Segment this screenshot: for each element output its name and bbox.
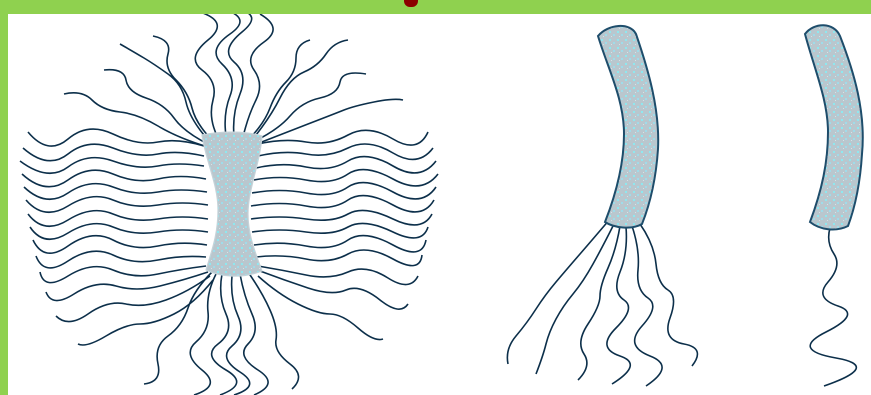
lophotrichous-bacterium (507, 26, 697, 386)
monotrichous-cell-body (805, 25, 863, 229)
peritrichous-cell-body (202, 132, 262, 276)
bacteria-flagella-illustration (8, 14, 871, 395)
lophotrichous-flagella (507, 219, 697, 386)
lophotrichous-cell-body (598, 26, 658, 228)
diagram-canvas (8, 14, 871, 395)
peritrichous-bacterium (20, 14, 438, 395)
top-decoration-mark (404, 0, 418, 7)
monotrichous-flagellum (810, 228, 856, 386)
monotrichous-bacterium (805, 25, 863, 386)
